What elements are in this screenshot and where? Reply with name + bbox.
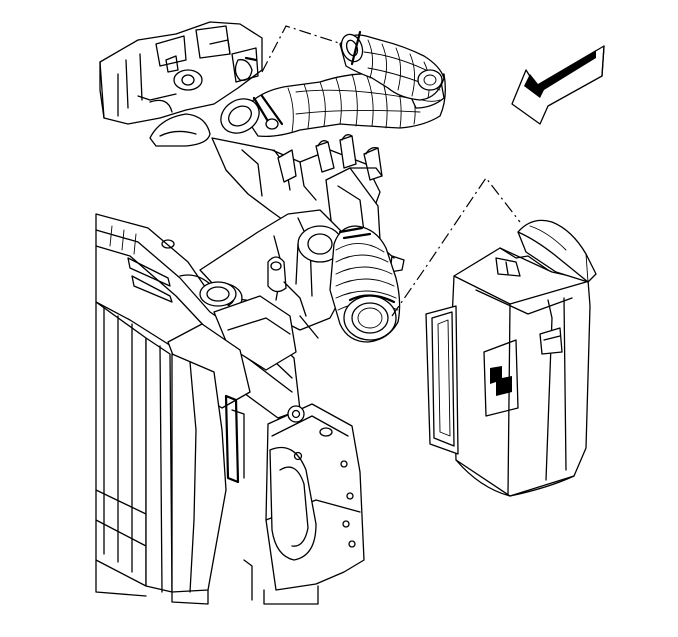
engine-assembly <box>99 21 405 339</box>
radiator-support <box>95 213 365 605</box>
front-of-vehicle-arrow <box>511 45 605 125</box>
leader-line-upper <box>261 25 343 73</box>
throttle-body-inlet-duct <box>339 30 445 101</box>
air-cleaner-housing <box>425 219 597 497</box>
air-cleaner-outlet-duct <box>329 225 401 343</box>
leader-line-lower <box>391 176 521 317</box>
